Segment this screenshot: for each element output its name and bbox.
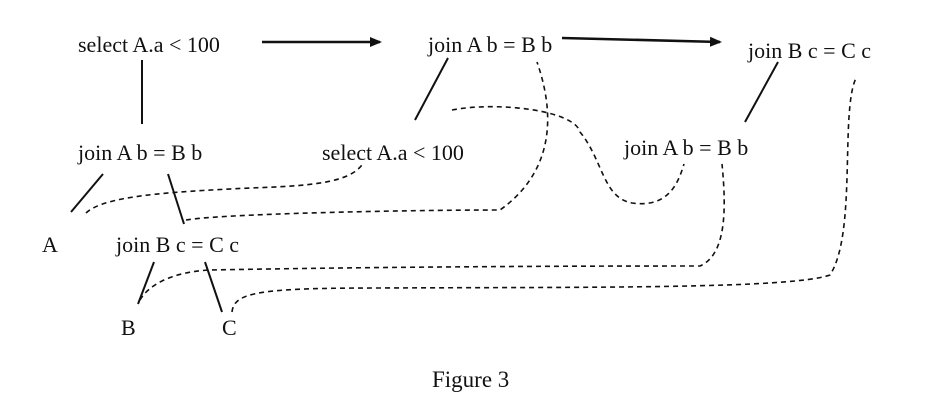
dashed-link-tree2-to-tree3-join [451, 105, 685, 205]
tree2-join-ab-node: join A b = B b [427, 32, 552, 57]
edge-tree2-join-to-select [414, 57, 449, 121]
edge-join-to-a [70, 173, 104, 213]
edge-join-to-join-bc [167, 173, 185, 225]
edge-tree3-join-to-join [744, 61, 779, 123]
tree1-leaf-a: A [42, 232, 58, 257]
dashed-link-b-to-tree3-join [139, 163, 726, 301]
dashed-link-join-bc-to-tree2 [185, 61, 549, 221]
tree1-leaf-b: B [121, 315, 136, 340]
figure-caption: Figure 3 [432, 367, 509, 392]
tree1-join-ab-node: join A b = B b [77, 140, 202, 165]
dashed-link-a-to-select [85, 164, 363, 214]
edge-join-bc-to-b [137, 261, 155, 305]
tree1-join-bc-node: join B c = C c [115, 232, 239, 257]
tree1-select-node: select A.a < 100 [78, 32, 220, 57]
tree3-join-ab-node: join A b = B b [623, 135, 748, 160]
transform-arrow-2 [561, 36, 722, 47]
tree1-leaf-c: C [222, 315, 237, 340]
tree3-join-bc-node: join B c = C c [747, 38, 871, 63]
dashed-link-c-to-tree3-top [231, 77, 857, 313]
tree2-select-node: select A.a < 100 [322, 140, 464, 165]
